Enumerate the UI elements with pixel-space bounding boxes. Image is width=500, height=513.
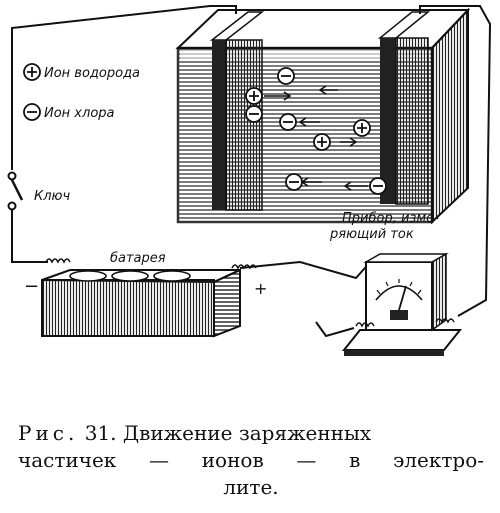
plus-ion-icon <box>23 63 41 81</box>
legend: Ион водорода Ион хлора <box>23 63 140 121</box>
chlorine-ion-marker <box>245 105 263 123</box>
left-electrode <box>209 11 265 211</box>
circuit-wires <box>11 5 492 338</box>
caption-prefix: Рис. <box>18 421 79 445</box>
battery-minus-sign: − <box>24 276 39 297</box>
electrolysis-diagram: Ион водорода Ион хлора Ключ <box>7 5 492 356</box>
hydrogen-ion-marker <box>245 87 263 105</box>
caption-line2: частичек — ионов — в электро- <box>18 448 484 472</box>
battery-plus-sign: + <box>254 279 267 298</box>
chlorine-ion-marker <box>369 177 387 195</box>
battery-label: батарея <box>110 251 166 266</box>
hydrogen-ion-marker <box>353 119 371 137</box>
meter-label-line1: Прибор, изме- <box>342 211 439 226</box>
ions <box>245 67 387 195</box>
switch-label: Ключ <box>34 189 70 204</box>
meter-label-line2: ряющий ток <box>329 227 414 242</box>
caption-line3: лите. <box>223 475 279 499</box>
ammeter: Прибор, изме- ряющий ток <box>329 211 463 356</box>
switch: Ключ <box>7 171 70 211</box>
minus-ion-icon <box>23 103 41 121</box>
figure-caption: Рис. 31. Движение заряженных частичек — … <box>18 420 484 501</box>
battery: батарея − + <box>24 251 267 338</box>
battery-coils <box>45 258 257 270</box>
chlorine-ion-marker <box>277 67 295 85</box>
right-electrode <box>377 11 431 205</box>
hydrogen-ion-marker <box>313 133 331 151</box>
caption-number: 31. <box>84 421 117 445</box>
chlorine-ion-marker <box>279 113 297 131</box>
caption-line1: Движение заряженных <box>122 421 372 445</box>
chlorine-ion-marker <box>285 173 303 191</box>
legend-hydrogen-label: Ион водорода <box>44 66 140 81</box>
legend-chlorine-label: Ион хлора <box>44 106 115 121</box>
